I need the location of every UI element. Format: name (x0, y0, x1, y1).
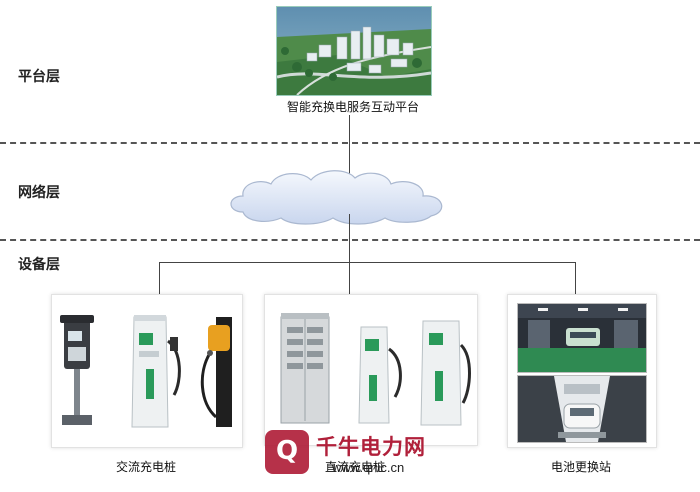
swap-station-bottom-photo (517, 375, 647, 443)
panel-dc-chargers (264, 294, 478, 446)
watermark-brand: 千牛电力网 (316, 435, 426, 459)
dc-charger-cabinet-image (280, 313, 330, 424)
watermark-url: www.qnic.cn (332, 460, 405, 475)
panel-swap-station (507, 294, 657, 448)
link-bus-to-swap (575, 262, 576, 294)
watermark-logo-letter: Q (275, 436, 299, 466)
swap-station-top-photo (517, 303, 647, 373)
ac-charger-pole-image (60, 315, 94, 425)
panel-ac-chargers (51, 294, 243, 448)
link-platform-to-cloud (349, 115, 350, 180)
device-bus-line (159, 262, 576, 263)
link-bus-to-ac (159, 262, 160, 294)
dc-charger-dual-image (420, 320, 471, 426)
link-cloud-to-devices (349, 214, 350, 294)
ac-charger-floor-image (131, 315, 181, 428)
separator-platform-network (0, 142, 700, 144)
caption-ac-charger: 交流充电桩 (115, 460, 176, 474)
separator-network-device (0, 239, 700, 241)
caption-dc-charger: 直流充电桩 (324, 460, 385, 474)
layer-label-platform: 平台层 (18, 69, 60, 85)
ac-charger-orange-image (200, 317, 232, 427)
network-cloud (225, 166, 455, 228)
watermark-logo: Q (265, 430, 309, 474)
caption-swap-station: 电池更换站 (550, 460, 611, 474)
platform-city-image (276, 6, 432, 96)
layer-label-network: 网络层 (18, 185, 60, 201)
platform-caption: 智能充换电服务互动平台 (286, 100, 419, 114)
layer-label-device: 设备层 (18, 257, 60, 273)
dc-charger-slim-image (358, 326, 402, 424)
